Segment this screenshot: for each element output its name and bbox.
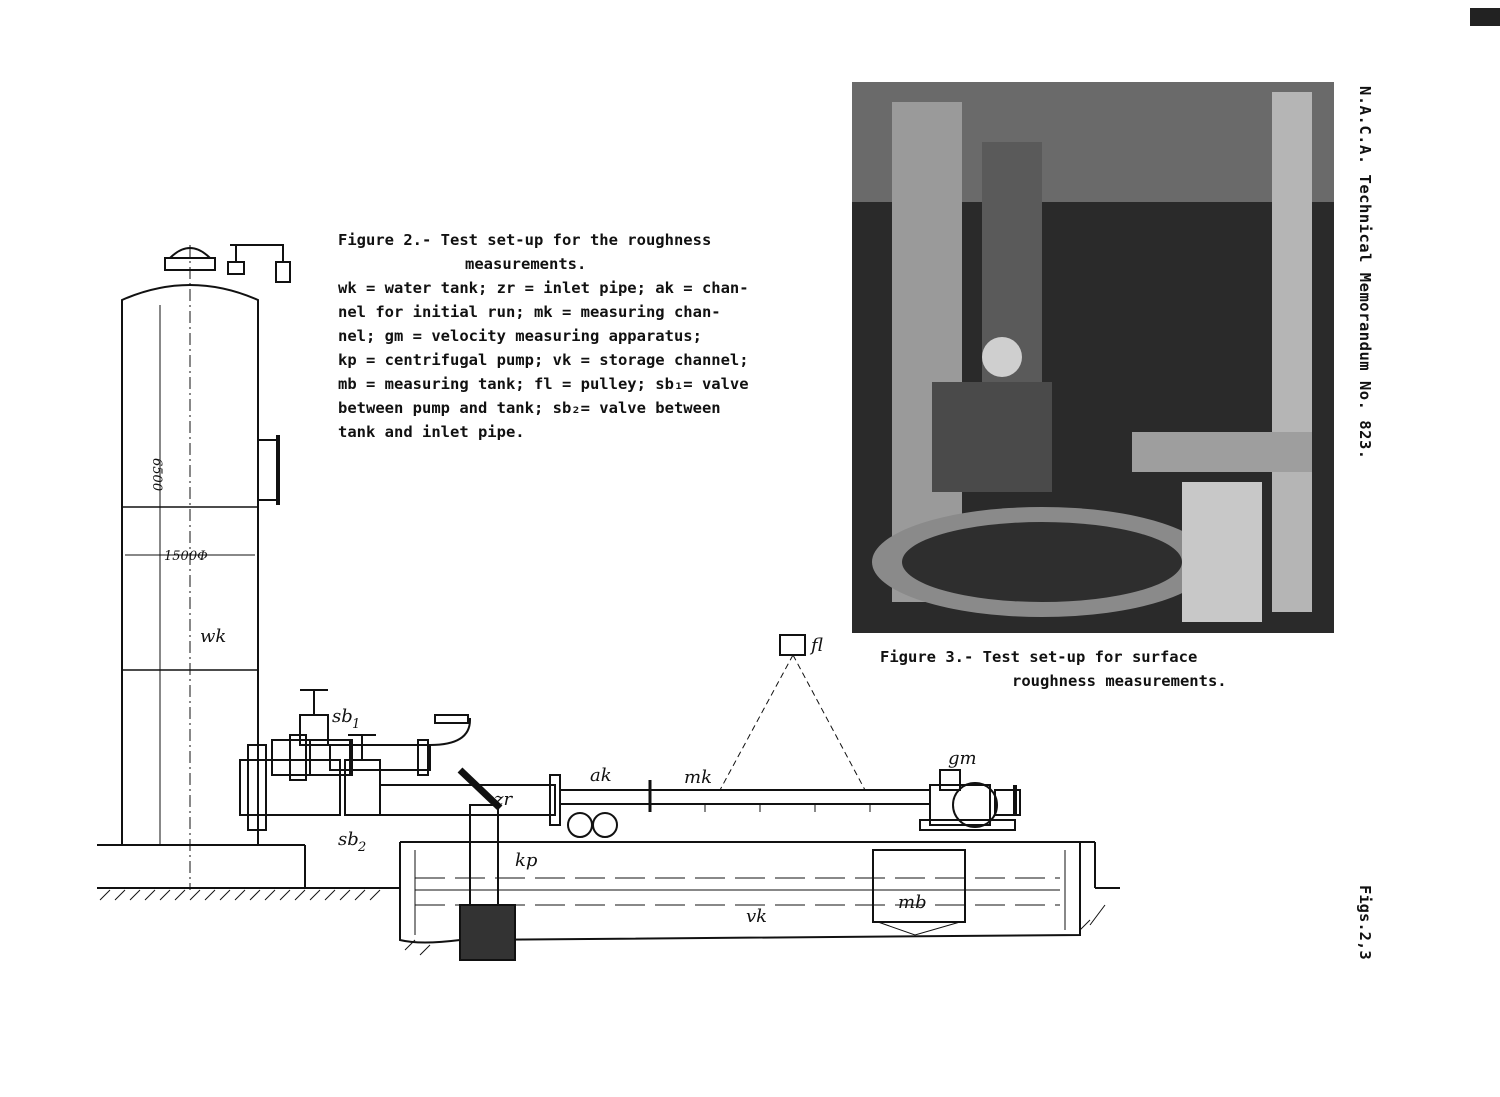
dimension-diameter: 1500Φ — [164, 549, 208, 564]
label-sb1: sb — [332, 706, 353, 727]
label-vk: vk — [746, 906, 767, 927]
label-kp: kp — [515, 850, 538, 871]
figure-2-legend-line: nel; gm = velocity measuring apparatus; — [338, 327, 702, 345]
label-gm: gm — [948, 748, 977, 769]
figure-numbers: Figs.2,3 — [1356, 885, 1374, 960]
label-wk: wk — [200, 626, 226, 647]
figure-3-caption: Figure 3.- Test set-up for surface rough… — [880, 645, 1300, 693]
figure-2-title: Figure 2.- Test set-up for the roughness — [338, 231, 712, 249]
figure-2-legend-line: nel for initial run; mk = measuring chan… — [338, 303, 721, 321]
label-fl: fl — [809, 635, 823, 656]
figure-2-legend-line: wk = water tank; zr = inlet pipe; ak = c… — [338, 279, 749, 297]
figure-2-title-cont: measurements. — [465, 255, 587, 273]
dimension-height: 6500 — [149, 458, 164, 491]
figure-2-legend-line: tank and inlet pipe. — [338, 423, 525, 441]
figure-2-caption: Figure 2.- Test set-up for the roughness… — [338, 228, 838, 444]
label-mk: mk — [684, 767, 712, 788]
label-sb1-sub: 1 — [352, 717, 360, 732]
running-header: N.A.C.A. Technical Memorandum No. 823. — [1356, 86, 1374, 460]
label-ak: ak — [590, 765, 612, 786]
figure-2-legend-line: mb = measuring tank; fl = pulley; sb₁= v… — [338, 375, 749, 393]
label-sb2: sb — [338, 829, 359, 850]
figure-2-legend-line: between pump and tank; sb₂= valve betwee… — [338, 399, 721, 417]
label-zr: zr — [493, 789, 513, 810]
figure-3-caption-line-1: Figure 3.- Test set-up for surface — [880, 648, 1198, 666]
page-corner-mark — [1470, 8, 1500, 26]
label-sb2-sub: 2 — [357, 840, 366, 855]
figure-2-legend-line: kp = centrifugal pump; vk = storage chan… — [338, 351, 749, 369]
figure-3-caption-line-2: roughness measurements. — [1012, 672, 1227, 690]
label-mb: mb — [898, 892, 927, 913]
figure-3-photograph — [852, 82, 1334, 633]
